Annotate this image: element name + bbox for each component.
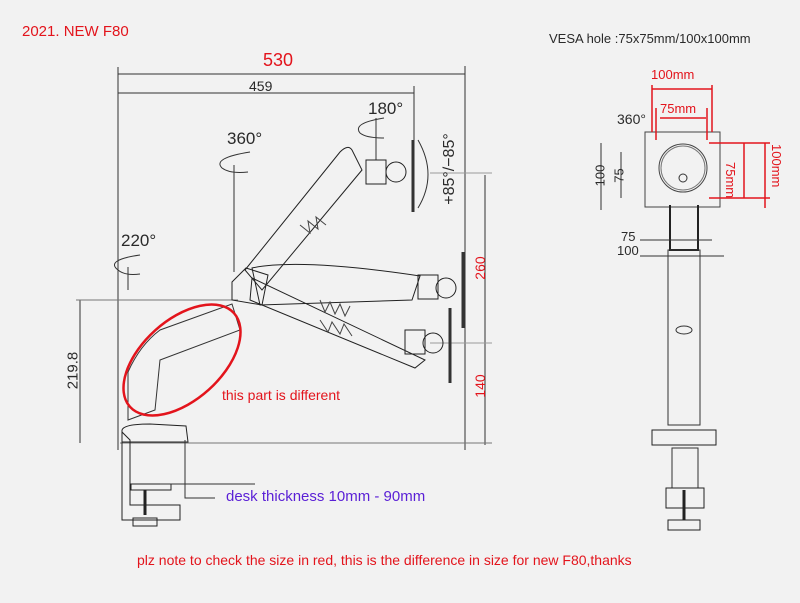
dim-pole-height: 219.8 bbox=[64, 351, 82, 390]
rotation-base-label: 220° bbox=[121, 231, 157, 250]
vesa-side-inner-dim: 75mm bbox=[723, 162, 738, 199]
front-left-inner-dim: 75 bbox=[611, 168, 627, 183]
dim-inner-width: 459 bbox=[249, 78, 273, 94]
dim-height-upper: 260 bbox=[472, 256, 488, 280]
highlight-ellipse bbox=[122, 303, 242, 417]
front-bottom-outer-dim: 100 bbox=[617, 243, 639, 258]
rotation-head-label: 180° bbox=[368, 99, 404, 118]
dim-total-width: 530 bbox=[263, 50, 294, 70]
front-rotation-label: 360° bbox=[617, 111, 646, 127]
model-title: 2021. NEW F80 bbox=[22, 23, 129, 40]
changed-part-callout: this part is different bbox=[222, 387, 341, 403]
vesa-top-inner-dim: 75mm bbox=[660, 101, 697, 116]
vesa-side-outer-dim: 100mm bbox=[769, 144, 784, 188]
rotation-arm-label: 360° bbox=[227, 129, 263, 148]
front-bottom-inner-dim: 75 bbox=[621, 229, 636, 244]
footer-note: plz note to check the size in red, this … bbox=[137, 552, 632, 568]
vesa-note: VESA hole :75x75mm/100x100mm bbox=[549, 31, 751, 46]
tilt-range-label: +85°/−85° bbox=[441, 133, 458, 205]
front-left-outer-dim: 100 bbox=[592, 164, 608, 187]
dim-height-lower: 140 bbox=[472, 374, 488, 398]
vesa-top-outer-dim: 100mm bbox=[651, 67, 695, 82]
desk-thickness-label: desk thickness 10mm - 90mm bbox=[226, 488, 426, 505]
